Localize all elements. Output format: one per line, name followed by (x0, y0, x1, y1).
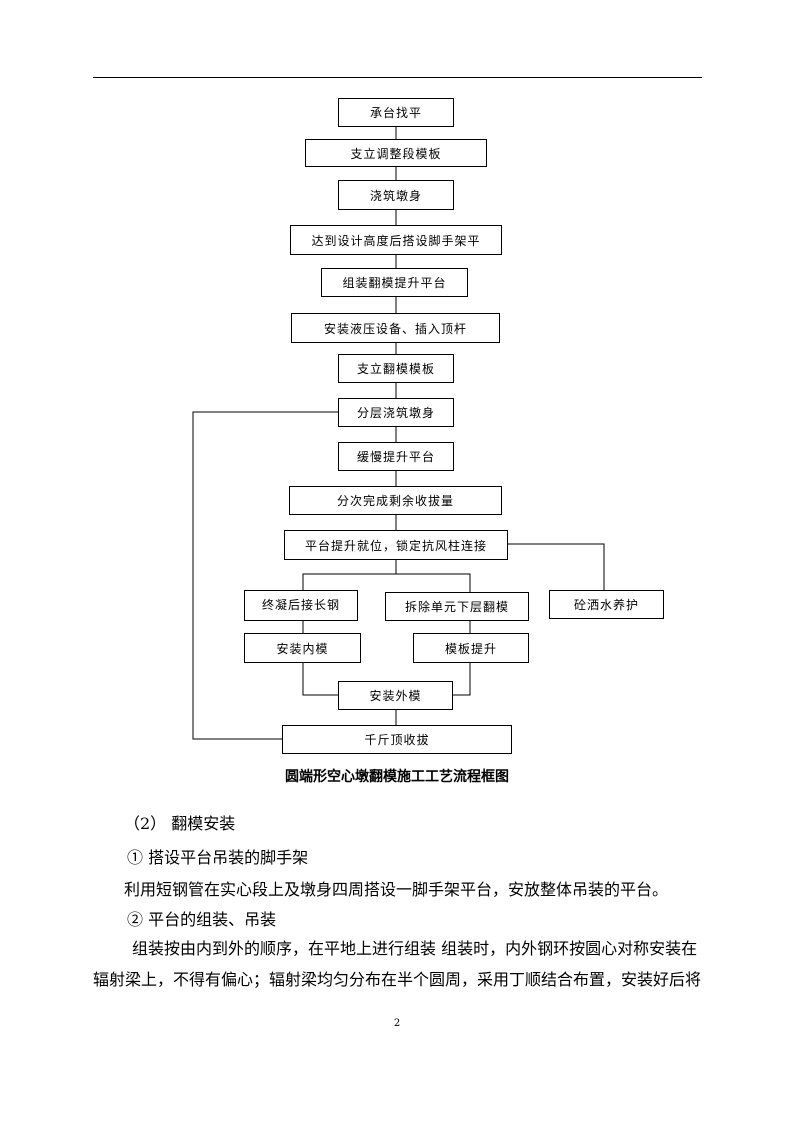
flow-step-remaining-extraction: 分次完成剩余收拔量 (289, 486, 502, 515)
flow-step-extend-rods: 终凝后接长钢 (244, 590, 358, 621)
flow-step-install-outer-form: 安装外模 (338, 681, 453, 710)
flow-step-layered-pour: 分层浇筑墩身 (338, 398, 454, 427)
subheading-platform-assembly: ② 平台的组装、吊装 (127, 910, 277, 929)
header-rule (93, 77, 702, 78)
page-number: 2 (393, 1018, 401, 1029)
flow-step-remove-lower-formwork: 拆除单元下层翻模 (385, 592, 529, 621)
flowchart-caption: 圆端形空心墩翻模施工工艺流程框图 (285, 769, 509, 785)
paragraph-assembly-line1: 组装按由内到外的顺序，在平地上进行组装 组装时，内外钢环按圆心对称安装在 (132, 939, 698, 958)
flow-step-adjust-formwork: 支立调整段模板 (305, 139, 487, 167)
flow-step-scaffold-platform: 达到设计高度后搭设脚手架平 (290, 225, 502, 255)
flowchart-connectors (192, 126, 605, 740)
flow-step-assemble-platform: 组装翻模提升平台 (321, 268, 468, 297)
flow-step-hydraulic-equipment: 安装液压设备、插入顶杆 (291, 313, 500, 343)
paragraph-assembly-line2: 辐射梁上，不得有偏心；辐射梁均匀分布在半个圆周，采用丁顺结合布置，安装好后将 (93, 970, 702, 989)
subheading-scaffold: ① 搭设平台吊装的脚手架 (127, 848, 309, 867)
flow-step-lock-wind-column: 平台提升就位，锁定抗风柱连接 (284, 530, 508, 560)
flow-step-install-inner-form: 安装内模 (244, 633, 361, 663)
flow-step-water-curing: 砼洒水养护 (549, 590, 664, 619)
section-heading-formwork-installation: （2） 翻模安装 (124, 814, 236, 833)
flow-step-pour-pier: 浇筑墩身 (338, 180, 454, 210)
flow-step-cap-leveling: 承台找平 (338, 98, 454, 127)
flow-step-jack-extraction: 千斤顶收拔 (282, 725, 512, 754)
flow-step-lift-platform: 缓慢提升平台 (338, 442, 454, 471)
flow-step-lift-formwork: 模板提升 (413, 633, 529, 663)
paragraph-scaffold: 利用短钢管在实心段上及墩身四周搭设一脚手架平台，安放整体吊装的平台。 (124, 880, 669, 899)
flow-step-erect-formwork: 支立翻模模板 (338, 354, 454, 383)
